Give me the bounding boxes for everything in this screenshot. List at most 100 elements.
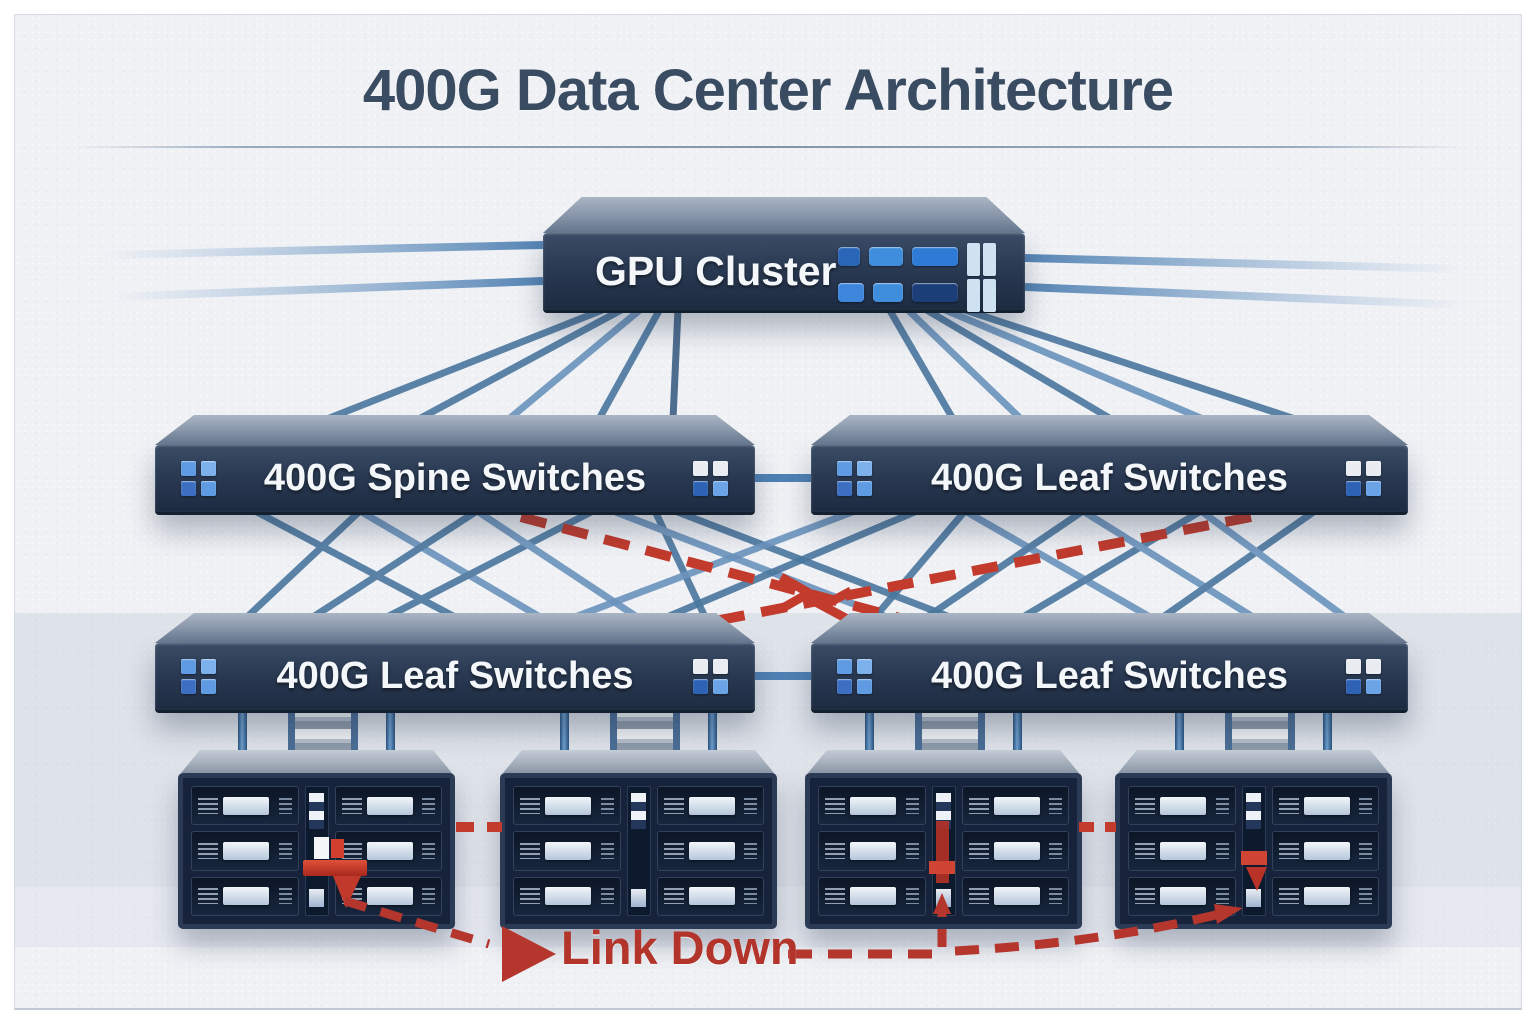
leaf-bottom-left-front-face: 400G Leaf Switches <box>155 643 755 713</box>
rack-top-face <box>1118 750 1389 773</box>
annotation-dashed-curve <box>954 909 1222 956</box>
title-divider <box>75 146 1463 148</box>
rack-uplink-cable <box>1013 709 1022 775</box>
link-line <box>417 305 625 423</box>
link-line <box>941 305 1205 423</box>
node-leaf-switches-bottom-left: 400G Leaf Switches <box>155 613 755 713</box>
peer-links <box>755 474 811 680</box>
link-line <box>665 507 919 621</box>
rack1-broken-link-marker <box>303 837 367 908</box>
link-line <box>358 507 542 621</box>
port-grid-icon <box>181 460 217 497</box>
link-down-fold-icon <box>333 876 361 908</box>
server-unit <box>1271 876 1379 916</box>
rack4-broken-link-marker <box>1241 851 1267 891</box>
link-line <box>1160 508 1318 620</box>
rack-column <box>818 786 926 916</box>
server-unit <box>1128 786 1236 826</box>
broken-connector-icon <box>1241 851 1267 865</box>
server-unit <box>513 786 621 826</box>
spine-front-face: 400G Spine Switches <box>155 445 755 515</box>
server-unit <box>1271 831 1379 871</box>
link-line <box>923 305 1113 423</box>
gpu-to-spine-links <box>325 305 682 423</box>
rack-column <box>656 786 764 916</box>
arrow-up-right-icon <box>1214 904 1243 924</box>
rack-column <box>961 786 1069 916</box>
node-spine-switches: 400G Spine Switches <box>155 415 755 515</box>
link-line <box>1021 507 1203 621</box>
server-unit <box>961 831 1069 871</box>
failed-link-line <box>709 512 1252 627</box>
port-grid-icon <box>693 460 729 497</box>
link-down-bar-icon <box>303 860 367 876</box>
server-unit <box>818 786 926 826</box>
spine-label: 400G Spine Switches <box>263 457 647 499</box>
failed-link-line <box>519 512 917 627</box>
link-line <box>244 508 363 620</box>
link-line <box>872 508 968 620</box>
leaf-bottom-right-front-face: 400G Leaf Switches <box>811 643 1408 713</box>
leaf-mid-top-face <box>811 415 1408 445</box>
link-line <box>1024 283 1468 309</box>
gpu-to-leaf-mid-links <box>885 305 1297 423</box>
server-unit <box>1271 786 1379 826</box>
link-line <box>1198 508 1348 620</box>
rack3-broken-link-marker <box>929 821 955 883</box>
broken-connector-icon <box>1246 867 1267 891</box>
port-led-icon <box>873 283 903 302</box>
port-grid-icon <box>967 243 999 276</box>
port-grid-icon <box>837 658 873 695</box>
leaf-bottom-left-top-face <box>155 613 755 643</box>
rack-uplink-cable <box>238 709 247 775</box>
gpu-cluster-top-face <box>543 197 1025 233</box>
annotation-dashed-line <box>343 896 491 949</box>
link-line <box>573 507 857 621</box>
port-grid-icon <box>837 460 873 497</box>
leaf-bottom-right-top-face <box>811 613 1408 643</box>
broken-connector-icon <box>929 861 955 874</box>
link-down-label: Link Down <box>561 921 799 974</box>
broken-connector-icon <box>314 837 329 859</box>
node-gpu-cluster: GPU Cluster <box>543 197 1025 313</box>
link-line <box>110 277 544 301</box>
link-line <box>506 306 644 422</box>
link-line <box>102 241 544 259</box>
failed-link-chevron <box>778 573 819 613</box>
gpu-cluster-front-face: GPU Cluster <box>543 233 1025 313</box>
broken-connector-icon <box>331 839 344 858</box>
rack-uplink-cable <box>386 709 395 775</box>
server-unit <box>191 876 299 916</box>
link-down-arrow-icon <box>502 926 556 982</box>
rack-front <box>500 773 777 929</box>
port-led-icon <box>912 283 958 302</box>
rack-uplink-cable <box>708 709 717 775</box>
link-line <box>311 508 479 620</box>
rack-uplink-cable <box>1323 709 1332 775</box>
port-grid-icon <box>1346 658 1382 695</box>
port-led-icon <box>912 247 958 266</box>
rack-top-face <box>181 750 452 773</box>
link-line <box>673 507 952 621</box>
rack-top-face <box>808 750 1079 773</box>
rack-front <box>805 773 1082 929</box>
link-line <box>904 306 1024 422</box>
port-grid-icon <box>967 279 999 312</box>
rack-column <box>191 786 299 916</box>
link-down-annotation-path <box>343 896 1222 959</box>
leaf-mid-front-face: 400G Leaf Switches <box>811 445 1408 515</box>
link-line <box>1081 508 1255 620</box>
rack-cable-strip <box>626 786 651 916</box>
arrow-up-icon <box>933 893 951 914</box>
link-line <box>475 508 639 620</box>
server-unit <box>656 786 764 826</box>
link-line <box>253 507 457 621</box>
link-line <box>963 507 1152 621</box>
link-line <box>669 308 682 420</box>
failed-link-cross <box>519 512 1252 627</box>
port-led-icon <box>838 247 860 266</box>
node-leaf-switches-bottom-right: 400G Leaf Switches <box>811 613 1408 713</box>
port-led-icon <box>838 283 864 302</box>
server-unit <box>513 876 621 916</box>
server-unit <box>656 876 764 916</box>
